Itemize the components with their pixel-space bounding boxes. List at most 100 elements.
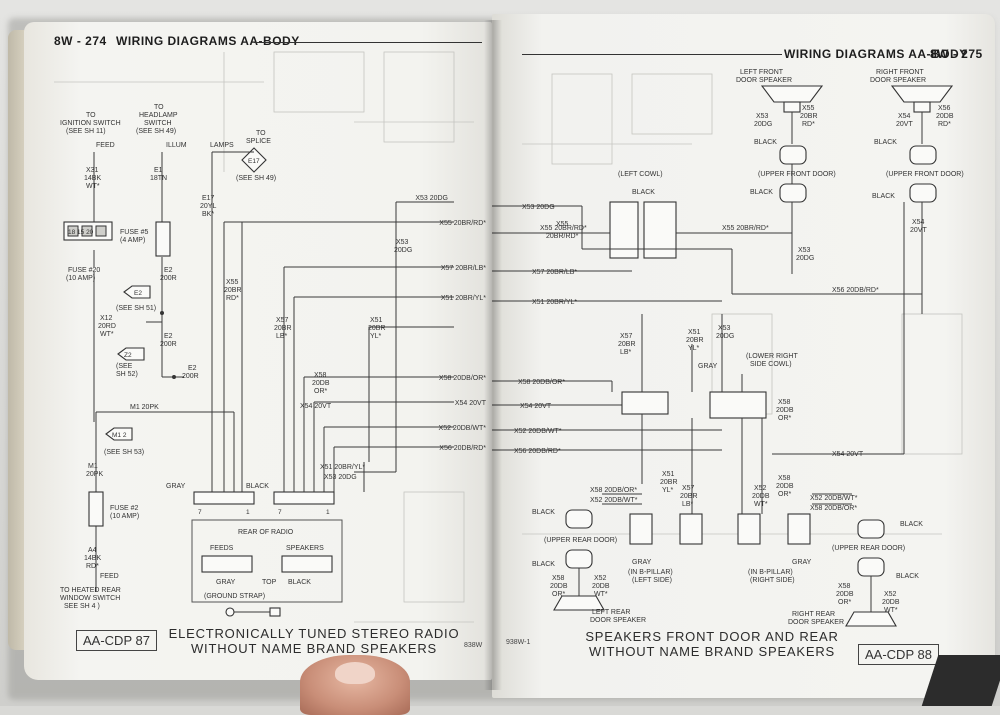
label-gray-2: GRAY	[216, 579, 236, 586]
label-splice: SPLICE	[246, 138, 271, 145]
label-x58-b-wire: 20DB	[776, 483, 794, 490]
label-x58-color: OR*	[314, 388, 328, 395]
label-x51-b: X51	[662, 471, 675, 478]
label-x54-line: X54 20VT	[832, 451, 864, 458]
label-x31-wire: 14BK	[84, 175, 101, 182]
label-x57-b-color: LB*	[682, 501, 694, 508]
e2-splice-box	[123, 285, 151, 299]
label-upper-front-door: (UPPER FRONT DOOR)	[758, 171, 836, 178]
label-e17: E17	[202, 195, 215, 202]
right-wiring-diagram: X53 20DG X55 20BR/RD* X57 20BR/LB* X51 2…	[492, 69, 964, 627]
label-side-cowl: SIDE COWL)	[750, 361, 792, 368]
label-x56-rf-wire: 20DB	[936, 113, 954, 120]
r-wire-x53: X53 20DG	[522, 204, 555, 211]
label-feeds: FEEDS	[210, 545, 234, 552]
label-x53-c-wire: 20DG	[716, 333, 734, 340]
label-left-front: LEFT FRONT	[740, 69, 784, 76]
label-black-lf: BLACK	[754, 139, 777, 146]
label-x58-c-color: OR*	[778, 415, 792, 422]
label-e17-diamond: E17	[248, 158, 260, 165]
radio-connector-gray	[193, 491, 255, 505]
label-see-sh-51: (SEE SH 51)	[116, 305, 156, 312]
label-x12: X12	[100, 315, 113, 322]
label-m1-wire: 20PK	[86, 471, 103, 478]
wire-x51: X51 20BR/YL*	[441, 295, 486, 302]
label-x58-c: X58	[778, 399, 791, 406]
label-x57-b: X57	[682, 485, 695, 492]
fuse-5	[155, 221, 171, 257]
label-x57-r-color: LB*	[620, 349, 632, 356]
feeds-connector	[201, 555, 253, 573]
right-rear-speaker	[845, 611, 897, 627]
label-fuse-2: FUSE #2	[110, 505, 139, 512]
label-x53-lf: X53	[756, 113, 769, 120]
label-x58-l1: X58 20DB/OR*	[590, 487, 637, 494]
b-pillar-right-connector-a	[737, 513, 761, 545]
right-header-title: WIRING DIAGRAMS AA-BODY	[784, 47, 968, 61]
r-wire-x56: X56 20DB/RD*	[514, 448, 561, 455]
label-x55-color: RD*	[226, 295, 239, 302]
label-rr-door-speaker: DOOR SPEAKER	[788, 619, 844, 626]
rear-of-radio-box	[191, 519, 343, 603]
label-gray: GRAY	[166, 483, 186, 490]
rf-door-connector	[909, 183, 937, 203]
label-x54-rf: X54	[898, 113, 911, 120]
label-e2-a: E2	[164, 267, 173, 274]
label-x53-r-wire: 20DG	[796, 255, 814, 262]
label-upper-rear-door-r: (UPPER REAR DOOR)	[832, 545, 905, 552]
label-black-2: BLACK	[288, 579, 311, 586]
lf-speaker-connector	[779, 145, 807, 165]
wire-x53: X53 20DG	[415, 195, 448, 202]
thumbnail-nail	[335, 662, 375, 684]
label-see-sh-53: (SEE SH 53)	[104, 449, 144, 456]
label-x51-b-color: YL*	[662, 487, 674, 494]
label-x52-b-color: WT*	[754, 501, 768, 508]
label-x54-r: X54	[912, 219, 925, 226]
left-header-rule	[254, 42, 482, 43]
label-black-lr-2: BLACK	[532, 561, 555, 568]
left-footer-code: AA-CDP 87	[76, 630, 157, 651]
label-e2-b: E2	[164, 333, 173, 340]
label-rear-of-radio: REAR OF RADIO	[238, 529, 294, 536]
label-m1: M1	[88, 463, 98, 470]
lower-right-cowl-connector	[709, 391, 767, 419]
label-x51-wire: 20BR	[368, 325, 386, 332]
label-fuse-20-amp: (10 AMP)	[66, 275, 95, 282]
label-x55-lf-wire: 20BR	[800, 113, 818, 120]
label-see-sh-49: (SEE SH 49)	[136, 128, 176, 135]
label-see: (SEE	[116, 363, 133, 370]
label-x58-rr-color: OR*	[838, 599, 852, 606]
right-page: WIRING DIAGRAMS AA-BODY 8W - 275	[492, 14, 995, 698]
wire-x55: X55 20BR/RD*	[439, 220, 486, 227]
label-left-cowl: (LEFT COWL)	[618, 171, 663, 178]
label-e2-box: E2	[134, 290, 142, 297]
bleed-through-lines	[54, 51, 474, 623]
label-x31-color: WT*	[86, 183, 100, 190]
label-x58-b-color: OR*	[778, 491, 792, 498]
rr-upper-door-connector	[857, 519, 885, 539]
label-pin-7-a: 7	[198, 509, 202, 516]
z2-splice-box	[117, 347, 145, 361]
label-feed-2: FEED	[100, 573, 119, 580]
right-header-rule	[522, 54, 782, 55]
label-x52-lr-color: WT*	[594, 591, 608, 598]
wire-x52: X52 20DB/WT*	[439, 425, 487, 432]
right-front-speaker	[890, 85, 954, 103]
label-x57-wire: 20BR	[274, 325, 292, 332]
label-x57-r: X57	[620, 333, 633, 340]
label-right-rear: RIGHT REAR	[792, 611, 835, 618]
label-x56-rf-color: RD*	[938, 121, 951, 128]
r-wire-x58: X58 20DB/OR*	[518, 379, 565, 386]
label-x56-r: X56 20DB/RD*	[832, 287, 879, 294]
left-footer-title: ELECTRONICALLY TUNED STEREO RADIO WITHOU…	[164, 626, 464, 656]
wire-x51-b: X51 20BR/YL*	[320, 464, 365, 471]
label-x54-rf-wire: 20VT	[896, 121, 913, 128]
label-z2-box: Z2	[124, 352, 132, 359]
label-x12-color: WT*	[100, 331, 114, 338]
label-to-splice: TO	[256, 130, 266, 137]
right-page-number: 8W - 275	[930, 47, 983, 61]
gray-connector	[621, 391, 669, 415]
label-x58-c-wire: 20DB	[776, 407, 794, 414]
left-footer-title-line-2: WITHOUT NAME BRAND SPEAKERS	[190, 641, 437, 656]
label-x12-wire: 20RD	[98, 323, 116, 330]
